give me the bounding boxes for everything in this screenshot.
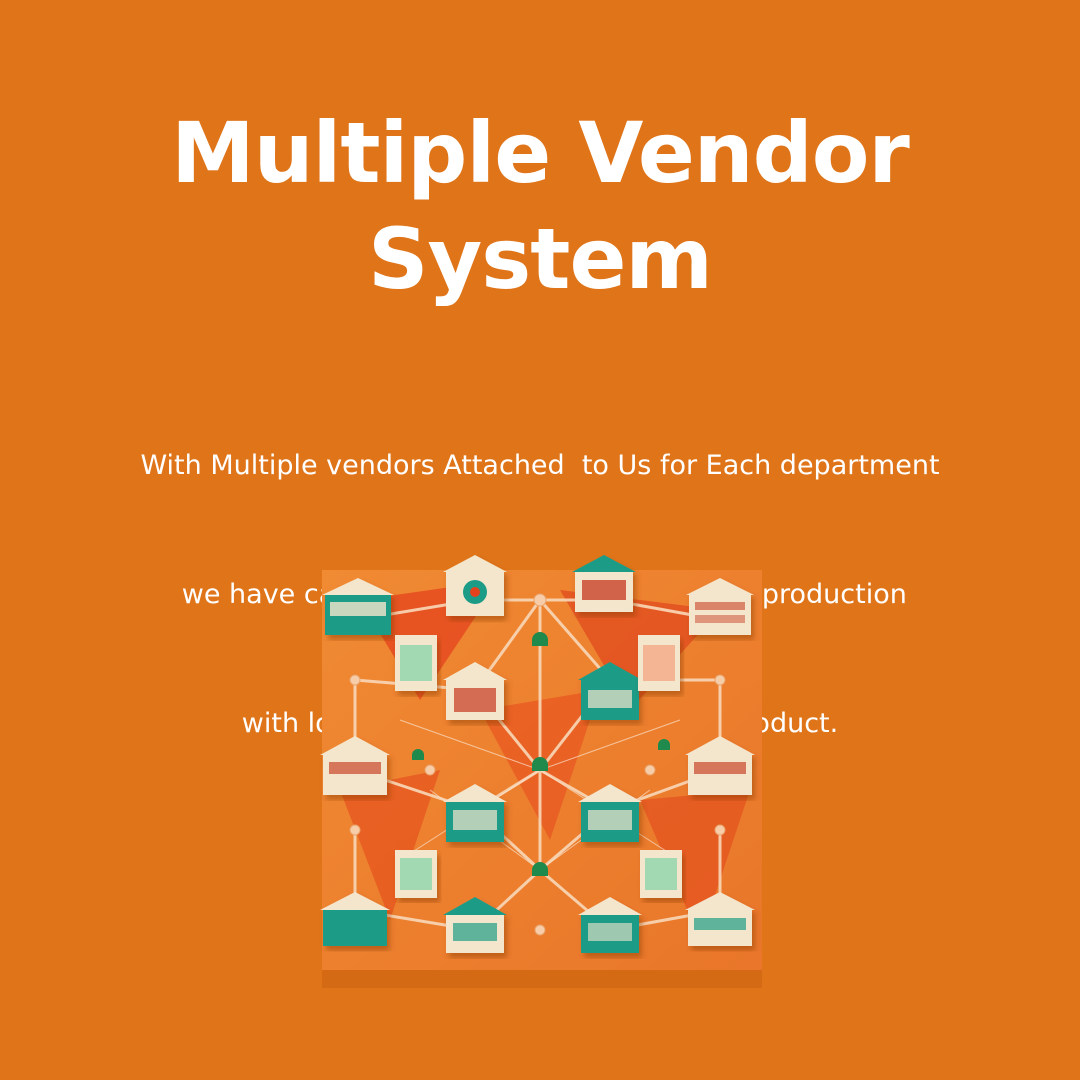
page-title: Multiple Vendor System bbox=[0, 100, 1080, 312]
vendor-panel bbox=[395, 850, 437, 898]
vendor-panel bbox=[640, 850, 682, 898]
description-line-1: With Multiple vendors Attached to Us for… bbox=[140, 450, 940, 481]
green-nodes bbox=[412, 632, 670, 876]
vendor-house bbox=[322, 578, 394, 635]
vendor-house bbox=[443, 555, 507, 616]
vendor-house bbox=[685, 892, 755, 946]
vendor-house bbox=[578, 897, 642, 953]
title-line-1: Multiple Vendor bbox=[171, 104, 910, 202]
vendor-panel bbox=[638, 635, 680, 691]
vendor-house bbox=[685, 736, 755, 795]
vendor-house bbox=[443, 897, 507, 953]
vendor-house bbox=[443, 662, 507, 720]
accent-shape bbox=[340, 770, 440, 920]
board-shadow bbox=[322, 970, 762, 988]
vendor-house bbox=[320, 892, 390, 946]
title-line-2: System bbox=[368, 210, 713, 308]
vendor-house bbox=[320, 736, 390, 795]
vendor-house bbox=[443, 784, 507, 842]
vendor-house bbox=[686, 578, 754, 635]
vendor-house bbox=[578, 784, 642, 842]
vendor-network-illustration bbox=[320, 555, 762, 988]
vendor-house bbox=[578, 662, 642, 720]
vendor-house bbox=[572, 555, 636, 612]
vendor-panel bbox=[395, 635, 437, 691]
